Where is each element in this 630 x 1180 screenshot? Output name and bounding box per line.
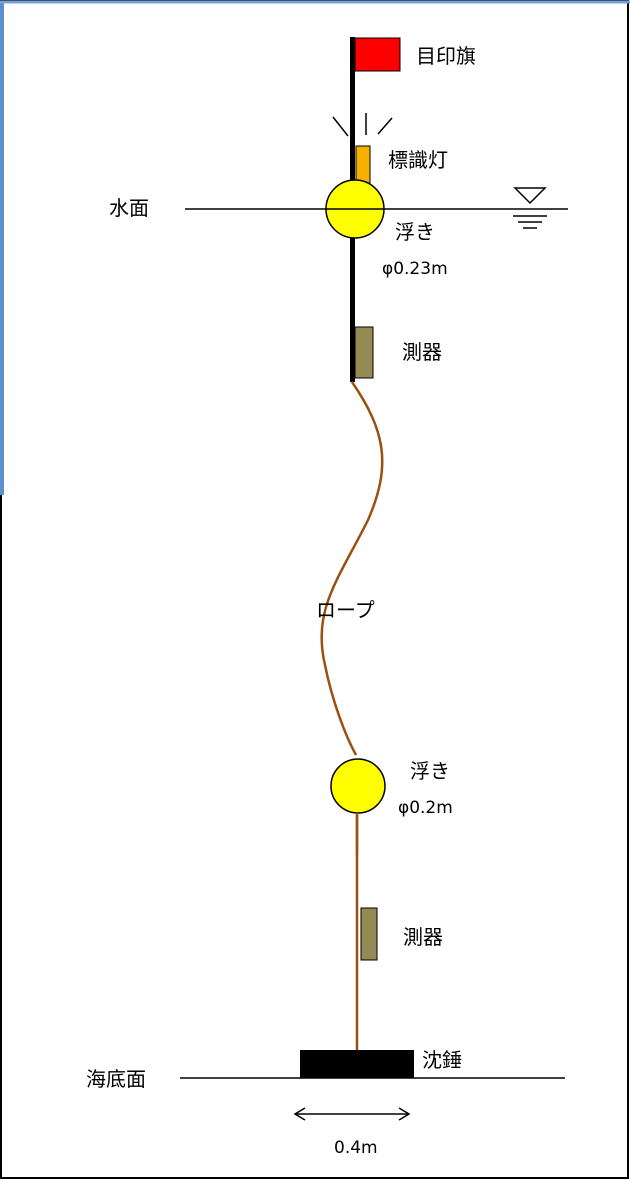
marker-flag [354,37,401,72]
upper-float-size-label: φ0.23m [382,259,448,279]
rope-label: ロープ [316,598,375,622]
upper-instrument-label: 測器 [402,340,442,364]
rope [320,381,384,756]
water-surface-label: 水面 [109,196,149,220]
sinker-width-label: 0.4m [334,1138,378,1158]
upper-float-label: 浮き [395,220,435,244]
upper-instrument [354,326,374,379]
sinker-label: 沈錘 [422,1048,462,1072]
lower-float [330,758,386,814]
light-rays-icon [332,113,393,137]
lower-float-size-label: φ0.2m [398,798,453,818]
flag-label: 目印旗 [416,44,476,68]
marker-light [355,145,371,184]
seabed-label: 海底面 [86,1067,146,1091]
light-label: 標識灯 [388,148,448,172]
width-arrow-icon [293,1107,411,1121]
lower-instrument-label: 測器 [403,925,443,949]
water-level-symbol-icon [513,187,547,229]
sinker-weight [300,1050,414,1078]
lower-instrument [360,907,378,961]
lower-float-label: 浮き [410,759,450,783]
